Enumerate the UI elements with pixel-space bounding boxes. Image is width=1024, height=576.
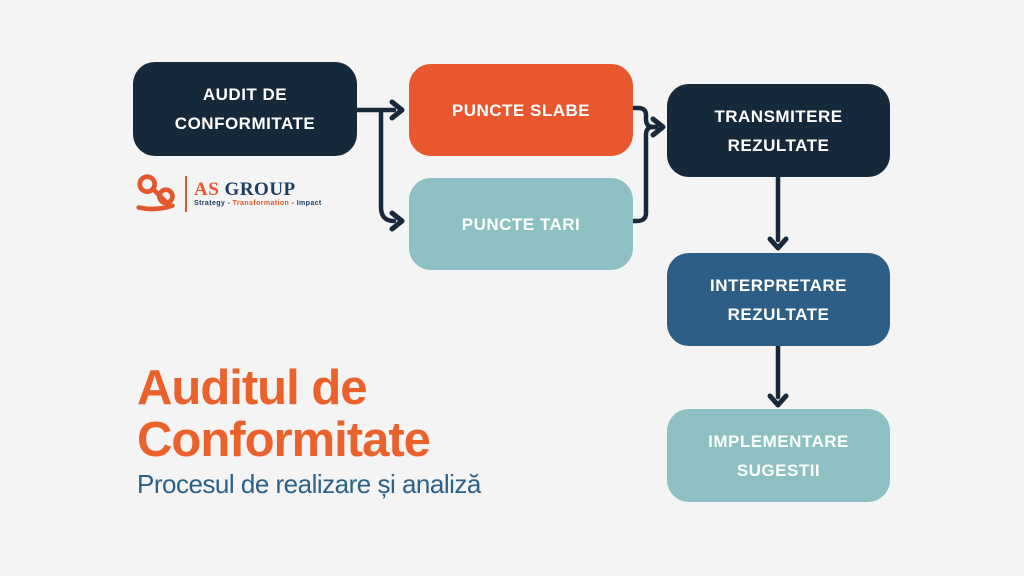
node-label-line: PUNCTE TARI: [461, 214, 581, 234]
node-label-line: INTERPRETARE: [710, 275, 847, 295]
node-transmitere-rezultate: TRANSMITERE REZULTATE: [667, 84, 890, 177]
node-label-line: AUDIT DE: [202, 85, 288, 104]
node-puncte-tari: PUNCTE TARI: [409, 178, 633, 270]
node-label-line: REZULTATE: [727, 304, 830, 324]
tagline-transformation: Transformation: [232, 200, 290, 207]
arrowhead-merge-to-transmitere: [650, 116, 666, 138]
arrowhead-interpretare-to-implementare: [767, 393, 789, 408]
logo-tagline: Strategy - Transformation - Impact: [194, 200, 322, 207]
tagline-separator: -: [291, 200, 295, 207]
node-interpretare-rezultate: INTERPRETARE REZULTATE: [667, 253, 890, 346]
arrowhead-audit-to-slabe: [389, 99, 405, 121]
tagline-separator: -: [227, 200, 231, 207]
arrow-slabe-to-transmitere: [630, 105, 659, 130]
tagline-impact: Impact: [296, 200, 322, 207]
node-implementare-sugestii: IMPLEMENTARE SUGESTII: [667, 409, 890, 502]
page-subtitle: Procesul de realizare și analiză: [137, 469, 481, 499]
logo-name-group: GROUP: [224, 179, 296, 200]
title-block: Auditul de Conformitate Procesul de real…: [137, 362, 481, 499]
arrowhead-audit-to-tari: [389, 210, 405, 232]
arrowhead-transmitere-to-interpretare: [767, 236, 789, 251]
logo-divider: [185, 175, 187, 212]
node-puncte-slabe: PUNCTE SLABE: [409, 64, 633, 156]
logo-name-as: AS: [194, 179, 220, 200]
page-title-line1: Auditul de: [137, 361, 368, 415]
node-label-line: TRANSMITERE: [714, 106, 843, 126]
as-monogram-icon: [136, 174, 175, 212]
as-group-logo: AS GROUP Strategy - Transformation - Imp…: [134, 172, 322, 215]
node-audit-de-conformitate: AUDIT DE CONFORMITATE: [133, 62, 357, 156]
node-label-line: SUGESTII: [736, 460, 821, 480]
node-label-line: PUNCTE SLABE: [451, 100, 591, 120]
arrow-tari-to-transmitere: [630, 124, 659, 224]
tagline-strategy: Strategy: [194, 200, 226, 207]
logo-name: AS GROUP: [194, 180, 322, 200]
page-title-line2: Conformitate: [137, 413, 431, 467]
arrow-audit-to-tari: [378, 108, 397, 224]
node-label-line: IMPLEMENTARE: [708, 431, 849, 451]
node-label-line: REZULTATE: [727, 135, 830, 155]
node-label-line: CONFORMITATE: [174, 114, 316, 133]
